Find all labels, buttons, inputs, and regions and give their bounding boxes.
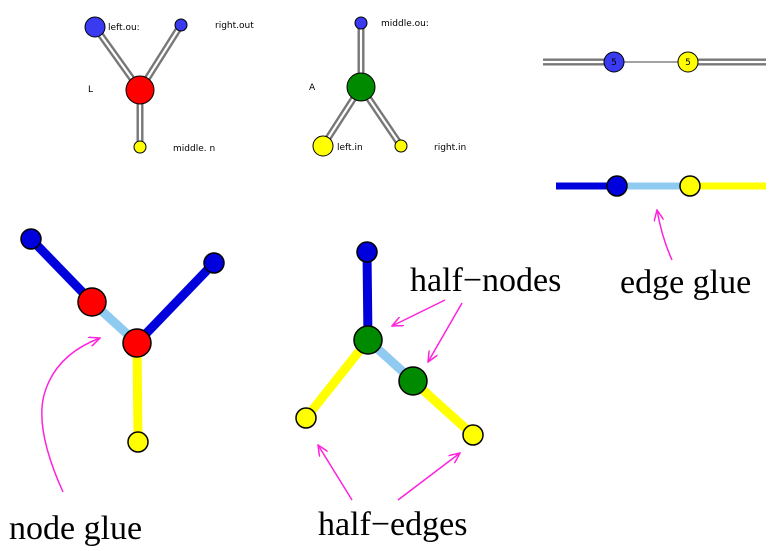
a-middle-out-label: middle.ou:	[381, 19, 429, 29]
node-glue-blue-node-left	[20, 228, 42, 250]
l-diagram: L left.ou: right.out middle. n	[84, 16, 254, 154]
node-glue-arrow	[41, 338, 100, 493]
edge-pair-yellow-node	[677, 51, 699, 73]
half-blue-node	[356, 241, 378, 263]
node-glue-blue-node-right	[203, 252, 225, 274]
half-yellow-edge-left	[302, 337, 372, 421]
a-left-in-label: left.in	[337, 143, 363, 153]
edge-pair-blue-weight: 5	[611, 58, 617, 68]
edge-pair-blue-node	[603, 51, 625, 73]
a-middle-out-node	[354, 16, 368, 30]
edge-glue-arrow	[657, 210, 673, 261]
a-node-label: A	[309, 83, 316, 93]
l-middle-in-node	[133, 140, 147, 154]
half-green-node-top	[353, 325, 383, 355]
l-center-node	[125, 75, 155, 105]
node-glue-red-node-right	[122, 328, 152, 358]
half-yellow-node-right	[462, 424, 484, 446]
node-glue-yellow-node	[127, 431, 149, 453]
edge-pair-top: 5 5	[543, 51, 766, 73]
half-yellow-node-left	[295, 407, 317, 429]
l-node-label: L	[88, 85, 93, 95]
half-edges-arrow-right	[397, 453, 460, 501]
a-right-in-node	[394, 139, 408, 153]
half-green-node-bottom	[398, 366, 428, 396]
l-middle-in-label: middle. n	[173, 144, 215, 154]
node-glue-yellow-edge	[132, 342, 143, 443]
a-center-node	[346, 72, 376, 102]
half-nodes-label: half−nodes	[410, 262, 561, 299]
half-nodes-arrow-right	[428, 302, 463, 362]
l-right-out-label: right.out	[215, 21, 254, 31]
l-right-out-node	[174, 18, 188, 32]
a-left-in-node	[312, 135, 334, 157]
node-glue-blue-edge-right	[133, 259, 218, 347]
l-left-out-label: left.ou:	[108, 23, 140, 33]
edge-pair-yellow-weight: 5	[685, 58, 691, 68]
a-diagram: A middle.ou: left.in right.in	[309, 16, 466, 157]
half-nodes-arrow-left	[392, 299, 446, 326]
half-diagram: half−nodes half−edges	[295, 241, 561, 543]
half-edges-arrow-left	[318, 445, 353, 501]
edge-glue-yellow-node	[679, 175, 701, 197]
node-glue-label: node glue	[9, 510, 142, 547]
half-edges-label: half−edges	[318, 506, 467, 543]
edge-glue-diagram: edge glue	[556, 175, 766, 301]
a-right-in-label: right.in	[434, 143, 466, 153]
edge-glue-blue-node	[606, 175, 628, 197]
node-glue-diagram: node glue	[9, 228, 225, 547]
node-glue-red-node-left	[77, 287, 107, 317]
l-left-out-node	[84, 16, 106, 38]
edge-glue-label: edge glue	[620, 264, 751, 301]
